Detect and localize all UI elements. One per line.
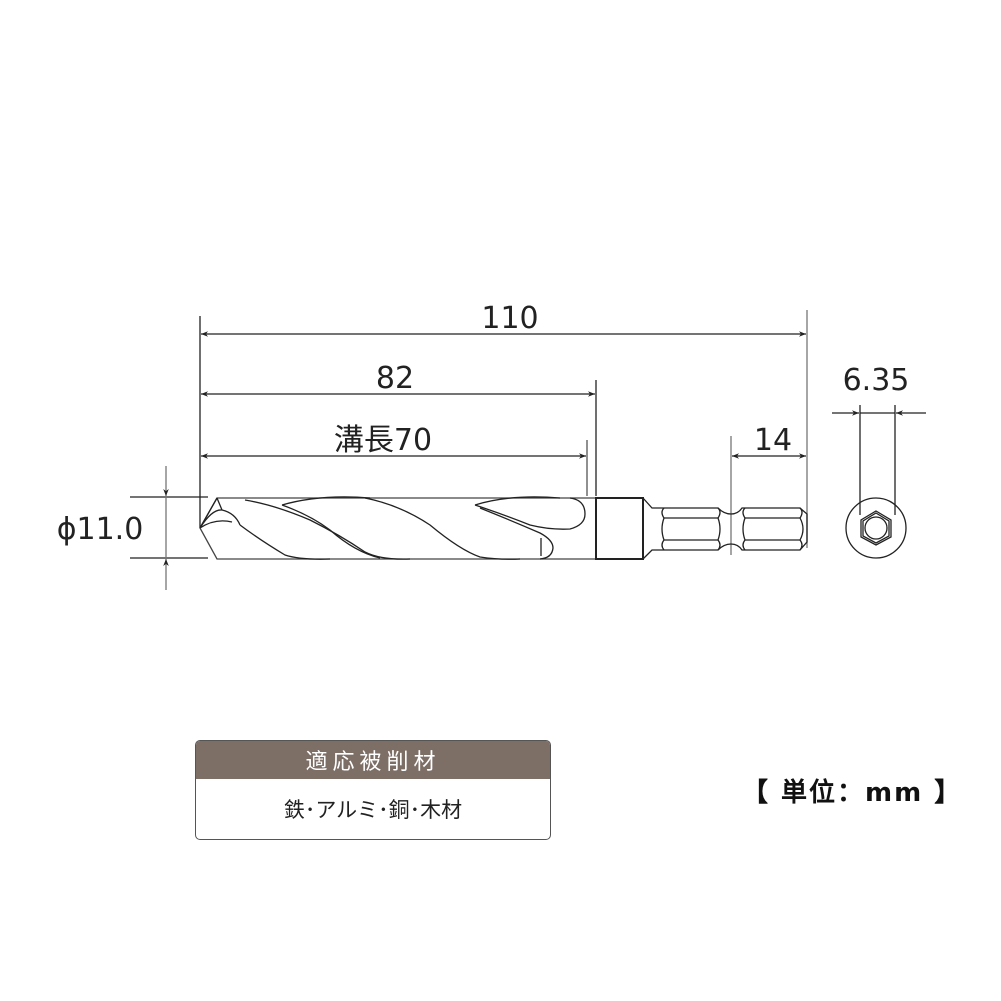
dim-diameter-label: ϕ11.0 xyxy=(57,512,144,547)
applicable-materials-value: 鉄･アルミ･銅･木材 xyxy=(283,798,463,822)
dim-110-label: 110 xyxy=(481,301,538,336)
drill-body xyxy=(199,496,597,560)
dim-82-label: 82 xyxy=(376,361,414,396)
applicable-materials-table: 適応被削材 鉄･アルミ･銅･木材 xyxy=(195,740,551,840)
unit-label: 【 単位：mm 】 xyxy=(742,778,963,808)
hex-shank xyxy=(595,497,808,560)
extension-lines xyxy=(130,310,896,559)
hex-end-view xyxy=(845,497,907,559)
applicable-materials-header: 適応被削材 xyxy=(196,741,550,779)
dim-flute-label: 溝長70 xyxy=(334,423,432,458)
dim-635-label: 6.35 xyxy=(843,363,910,398)
dim-14-label: 14 xyxy=(754,423,792,458)
dimension-lines xyxy=(163,331,926,590)
